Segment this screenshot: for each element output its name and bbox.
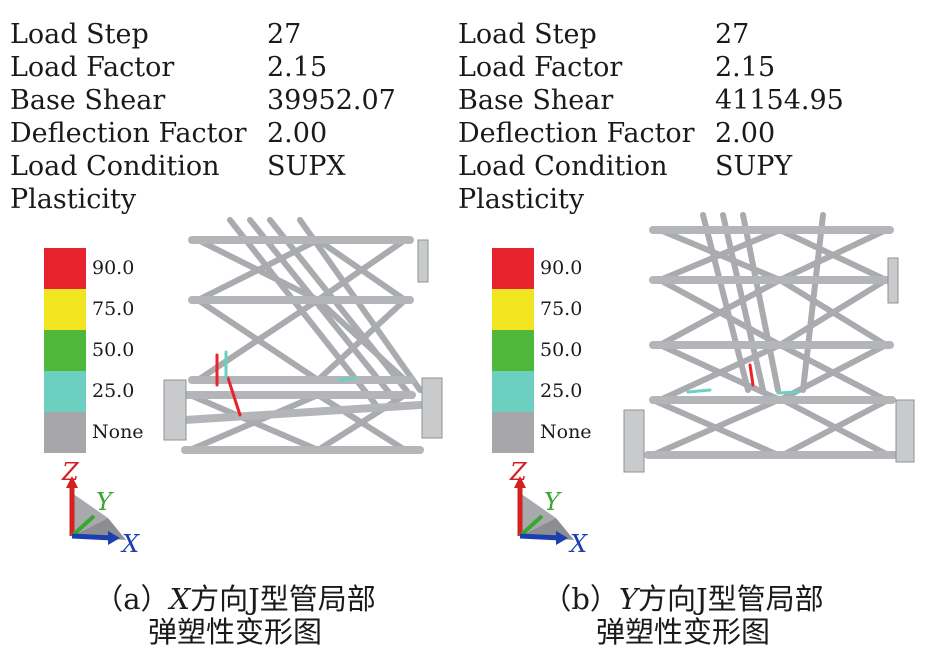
info-label: Load Condition — [10, 151, 220, 182]
legend-label: 25.0 — [540, 380, 583, 402]
y-axis-icon — [518, 514, 544, 538]
caption-text: 方向J型管局部 — [638, 582, 824, 616]
x-axis-icon — [519, 533, 561, 541]
caption-axis: Y — [618, 582, 639, 616]
caption-text: 方向J型管局部 — [190, 582, 376, 616]
z-arrow-icon — [66, 476, 78, 488]
legend-label: 90.0 — [92, 257, 135, 279]
info-value: 41154.95 — [715, 85, 844, 116]
caption-line-2: 弹塑性变形图 — [595, 615, 770, 649]
y-axis-icon — [70, 514, 96, 538]
info-label: Load Condition — [458, 151, 668, 182]
legend-label: 50.0 — [540, 339, 583, 361]
info-label: Load Step — [458, 19, 597, 50]
info-value: 2.00 — [715, 118, 776, 149]
x-axis-label: X — [120, 530, 140, 558]
y-axis-label: Y — [544, 488, 562, 516]
legend-label: 75.0 — [92, 298, 135, 320]
legend-swatch — [44, 330, 86, 371]
info-value: 27 — [267, 19, 302, 50]
info-label: Deflection Factor — [458, 118, 695, 149]
legend-swatch — [492, 289, 534, 330]
legend-swatch — [44, 248, 86, 289]
info-label: Base Shear — [458, 85, 614, 116]
info-value: SUPX — [267, 151, 346, 182]
info-value: 2.15 — [715, 52, 776, 83]
panel-b: Load Step 27 Load Factor 2.15 Base Shear… — [448, 0, 918, 580]
x-arrow-icon — [108, 531, 120, 545]
x-arrow-icon — [556, 531, 568, 545]
axis-triad: Z Y X — [509, 458, 588, 558]
legend-swatch — [44, 289, 86, 330]
z-axis-label: Z — [61, 458, 80, 486]
legend-swatch — [492, 371, 534, 412]
caption-line-1: （b）Y方向J型管局部 — [448, 583, 918, 616]
legend-label: 90.0 — [540, 257, 583, 279]
info-value: 27 — [715, 19, 750, 50]
legend-swatch — [44, 412, 86, 453]
caption-axis: X — [169, 582, 191, 616]
info-label: Load Factor — [458, 52, 623, 83]
legend-label: 75.0 — [540, 298, 583, 320]
info-value: 39952.07 — [267, 85, 396, 116]
structure-model-b — [601, 204, 915, 580]
legend-swatch — [492, 248, 534, 289]
caption-line-2: 弹塑性变形图 — [147, 615, 322, 649]
x-axis-icon — [71, 533, 113, 541]
legend-swatch — [492, 412, 534, 453]
caption-a: （a）X方向J型管局部 弹塑性变形图 — [0, 583, 470, 649]
info-value: 2.00 — [267, 118, 328, 149]
legend-label: 25.0 — [92, 380, 135, 402]
structure-model-a — [148, 205, 458, 580]
z-axis-label: Z — [509, 458, 528, 486]
plasticity-title: Plasticity — [458, 184, 585, 215]
legend-label: None — [92, 421, 144, 443]
y-axis-label: Y — [96, 488, 114, 516]
z-arrow-icon — [514, 476, 526, 488]
legend-label: 50.0 — [92, 339, 135, 361]
plasticity-title: Plasticity — [10, 184, 137, 215]
caption-prefix: （b） — [542, 582, 619, 616]
x-axis-label: X — [568, 530, 588, 558]
panel-a: Load Step 27 Load Factor 2.15 Base Shear… — [0, 0, 470, 580]
info-label: Load Factor — [10, 52, 175, 83]
info-value: SUPY — [715, 151, 793, 182]
info-label: Base Shear — [10, 85, 166, 116]
legend-label: None — [540, 421, 592, 443]
info-value: 2.15 — [267, 52, 328, 83]
caption-prefix: （a） — [94, 582, 170, 616]
legend-swatch — [492, 330, 534, 371]
caption-b: （b）Y方向J型管局部 弹塑性变形图 — [448, 583, 918, 649]
info-label: Load Step — [10, 19, 149, 50]
caption-line-1: （a）X方向J型管局部 — [0, 583, 470, 616]
axis-triad: Z Y X — [61, 458, 140, 558]
info-label: Deflection Factor — [10, 118, 247, 149]
legend-swatch — [44, 371, 86, 412]
